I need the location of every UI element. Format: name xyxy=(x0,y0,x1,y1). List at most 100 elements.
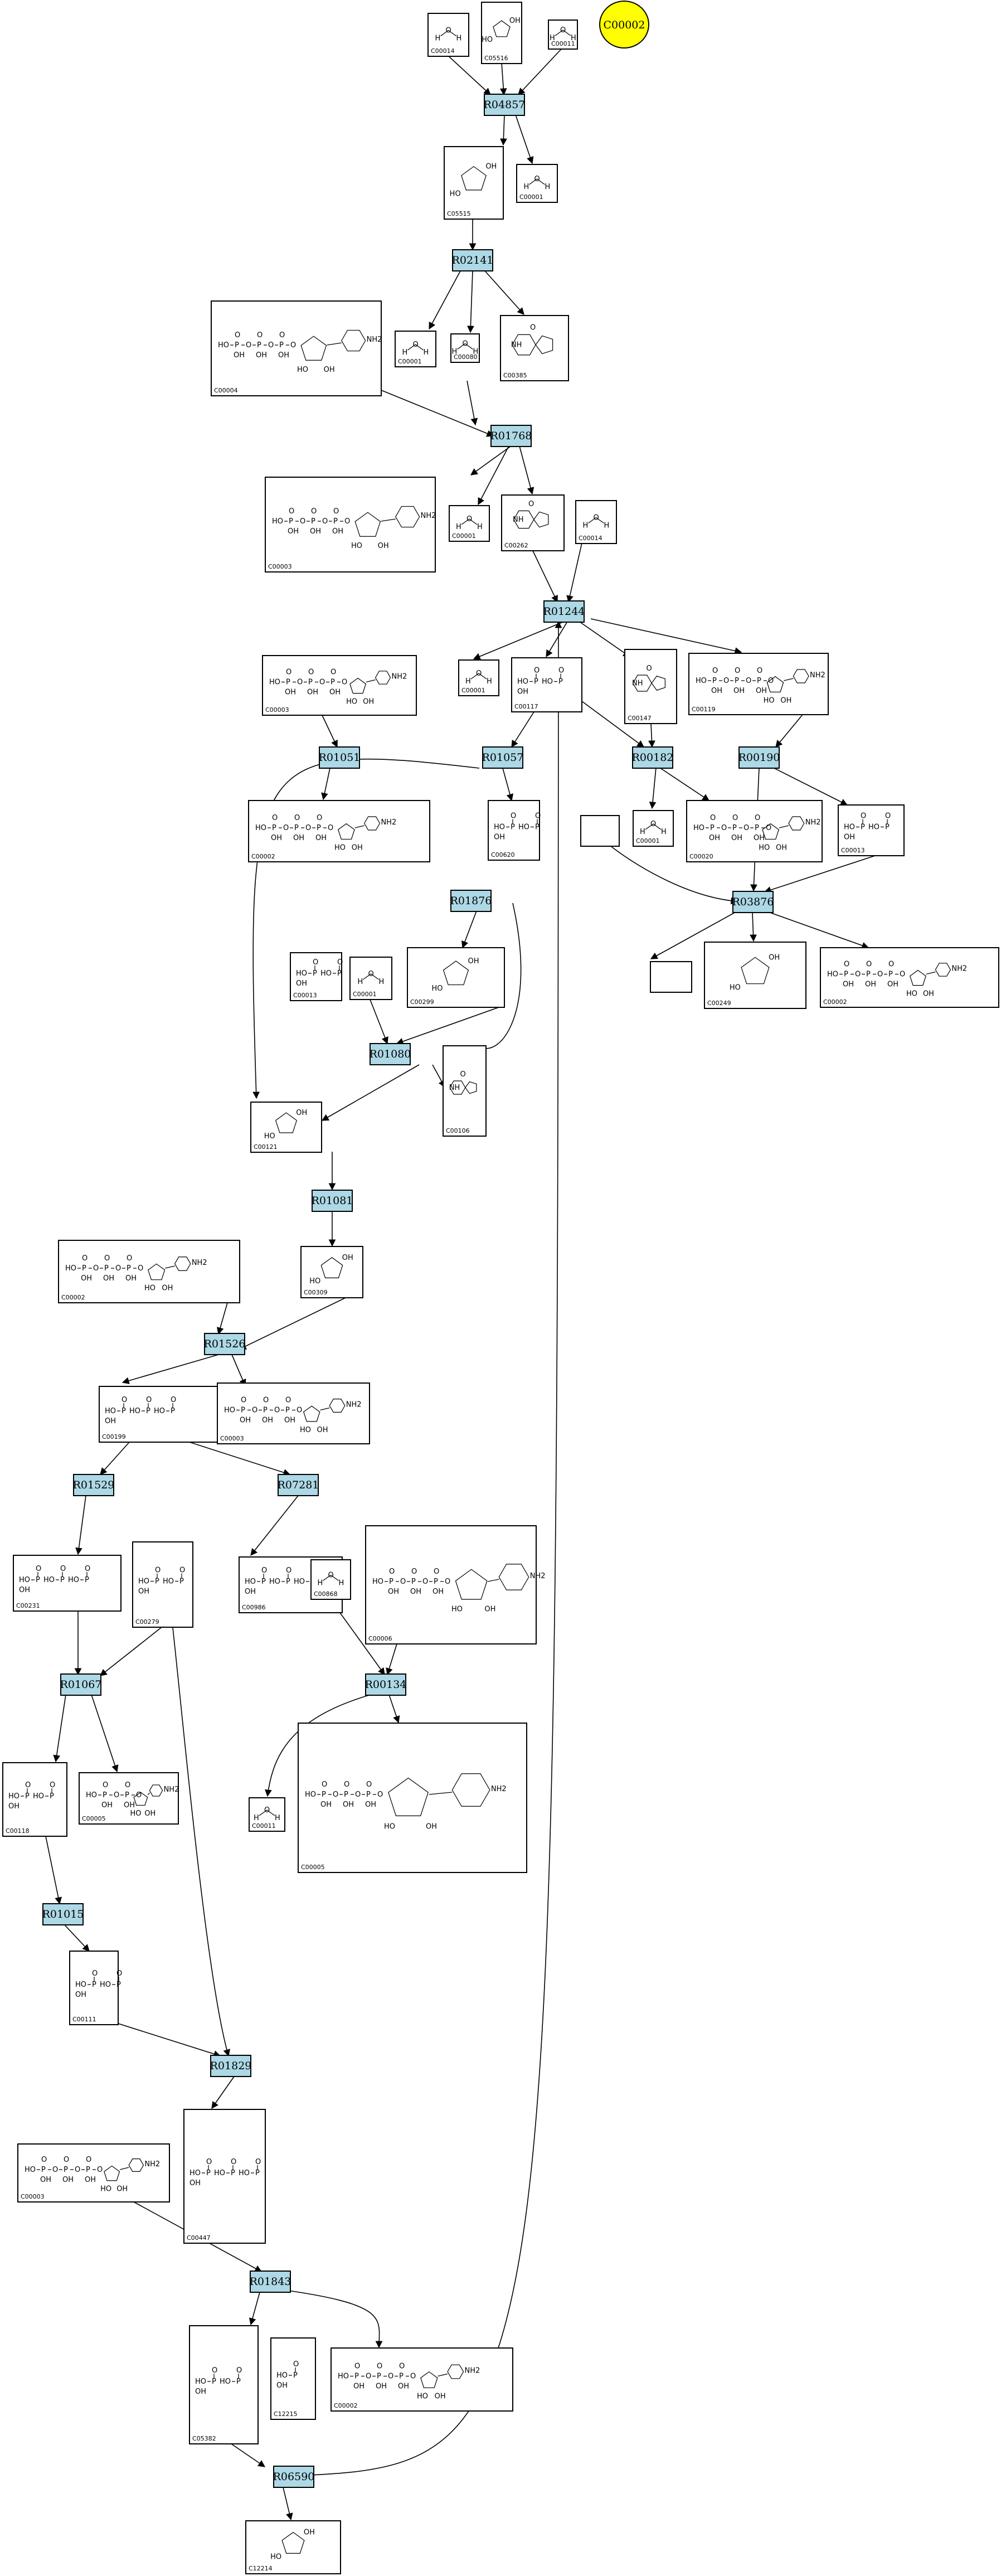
compound-box[interactable] xyxy=(17,2143,170,2203)
compound-box[interactable] xyxy=(443,1045,487,1137)
reaction-box[interactable] xyxy=(450,890,492,912)
compound-box[interactable] xyxy=(365,1525,537,1644)
reaction-node[interactable]: R01244 xyxy=(543,600,585,623)
highlight-compound-oval[interactable]: C00002 xyxy=(599,1,649,48)
reaction-box[interactable] xyxy=(543,600,585,623)
compound-box[interactable] xyxy=(458,659,499,696)
reaction-node[interactable]: R01051 xyxy=(319,746,361,769)
reaction-box[interactable] xyxy=(250,2271,291,2293)
compound-box[interactable] xyxy=(427,13,469,57)
reaction-box[interactable] xyxy=(210,2055,251,2077)
compound-box[interactable] xyxy=(481,2,522,64)
empty-compound-box[interactable] xyxy=(580,815,620,847)
reaction-node[interactable]: R03876 xyxy=(732,891,774,913)
reaction-box[interactable] xyxy=(319,746,360,769)
compound-box[interactable] xyxy=(69,1951,119,2025)
reaction-node[interactable]: R01080 xyxy=(370,1043,411,1065)
reaction-box[interactable] xyxy=(365,1673,406,1696)
compound-box[interactable] xyxy=(624,649,677,724)
compound-box[interactable] xyxy=(331,2347,513,2412)
highlight-layer[interactable]: C00002 xyxy=(599,1,649,48)
reaction-box[interactable] xyxy=(482,746,523,769)
reaction-box[interactable] xyxy=(42,1903,84,1925)
compound-box[interactable] xyxy=(183,2109,266,2244)
reaction-box[interactable] xyxy=(484,94,525,116)
compound-box[interactable] xyxy=(633,810,674,847)
compound-box[interactable] xyxy=(58,1240,240,1303)
compound-box[interactable] xyxy=(248,800,430,862)
compound-box[interactable] xyxy=(516,164,558,203)
compound-box[interactable] xyxy=(79,1772,179,1825)
reaction-node[interactable]: R01081 xyxy=(312,1190,353,1212)
compound-box[interactable] xyxy=(250,1102,322,1153)
compound-box[interactable] xyxy=(838,804,905,856)
reaction-node[interactable]: R04857 xyxy=(484,94,526,116)
reaction-node[interactable]: R01067 xyxy=(60,1673,102,1696)
reaction-node[interactable]: R01057 xyxy=(482,746,524,769)
reaction-node[interactable]: R01843 xyxy=(250,2271,291,2293)
reaction-node[interactable]: R00190 xyxy=(738,746,780,769)
compound-box[interactable] xyxy=(189,2325,259,2444)
reaction-box[interactable] xyxy=(273,2466,314,2488)
compound-box[interactable] xyxy=(501,494,565,551)
compound-box[interactable] xyxy=(407,947,505,1008)
compound-box[interactable] xyxy=(290,952,342,1001)
compound-box[interactable] xyxy=(548,20,578,50)
compound-box[interactable] xyxy=(270,2337,316,2420)
compound-box[interactable] xyxy=(217,1382,370,1444)
reaction-node[interactable]: R01526 xyxy=(204,1333,246,1355)
compound-box[interactable] xyxy=(704,942,806,1009)
compound-box[interactable] xyxy=(13,1555,122,1612)
compound-box[interactable] xyxy=(132,1541,193,1628)
reaction-box[interactable] xyxy=(60,1673,101,1696)
compound-box[interactable] xyxy=(686,800,823,862)
empty-compound-box[interactable] xyxy=(650,961,692,993)
reaction-box[interactable] xyxy=(738,746,780,769)
reaction-node[interactable]: R06590 xyxy=(273,2466,315,2488)
compound-box[interactable] xyxy=(262,655,417,716)
compound-box[interactable] xyxy=(211,300,382,396)
compound-box[interactable] xyxy=(2,1762,67,1837)
reaction-node[interactable]: R02141 xyxy=(452,249,494,271)
reaction-node[interactable]: R00182 xyxy=(632,746,674,769)
reaction-node[interactable]: R01829 xyxy=(210,2055,252,2077)
compound-box[interactable] xyxy=(449,505,490,542)
reaction-box[interactable] xyxy=(732,891,774,913)
reaction-box[interactable] xyxy=(312,1190,353,1212)
reaction-node[interactable]: R01768 xyxy=(490,425,532,447)
